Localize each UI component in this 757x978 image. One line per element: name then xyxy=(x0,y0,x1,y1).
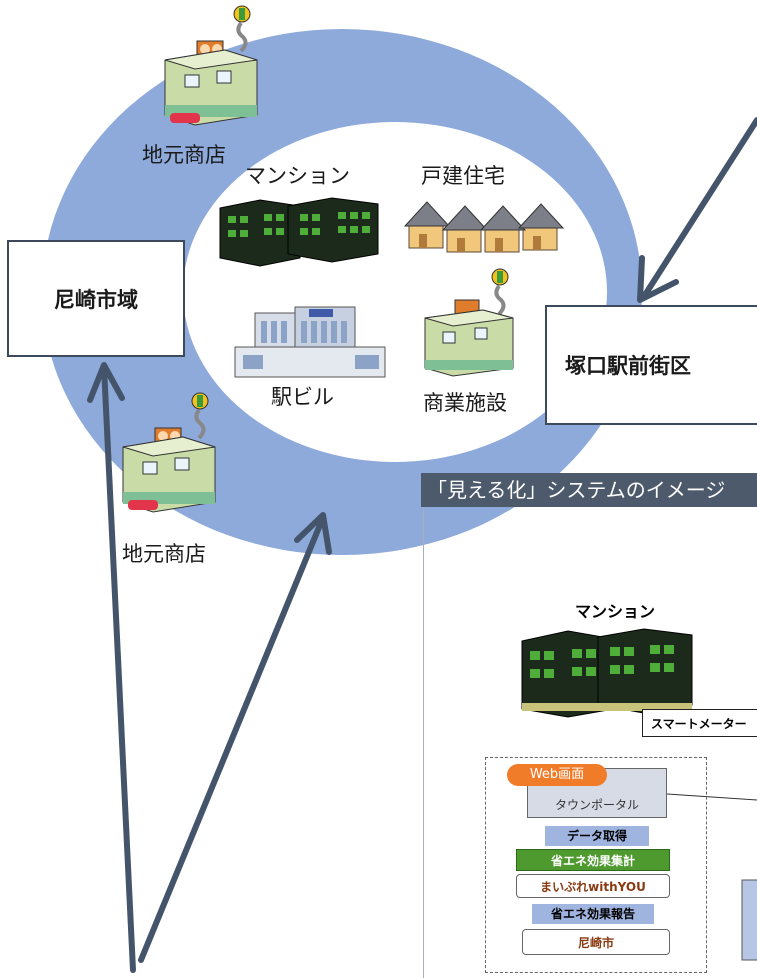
portal-connector xyxy=(666,793,757,801)
visualization-banner: 「見える化」システムのイメージ xyxy=(421,473,757,507)
partial-device-box xyxy=(741,879,757,961)
label-mansion: マンション xyxy=(245,164,350,188)
maipure-box[interactable]: まいぷれwithYOU xyxy=(516,874,670,898)
commercial-facility-icon xyxy=(424,268,514,377)
arrow-to-ring xyxy=(138,517,325,963)
tsukaguchi-district-label: 塚口駅前街区 xyxy=(565,354,691,378)
panel-divider xyxy=(423,507,424,978)
arrow-to-city xyxy=(101,364,136,973)
panel-mansion-title: マンション xyxy=(574,602,655,621)
mansion-icon xyxy=(219,197,379,267)
label-detached-houses: 戸建住宅 xyxy=(421,164,505,188)
smart-meter-label: スマートメーター xyxy=(642,709,757,737)
data-acquisition-arrow: データ取得 xyxy=(545,826,649,846)
arrow-to-district xyxy=(640,117,757,301)
detached-houses-icon xyxy=(403,201,565,253)
amagasaki-city-box: 尼崎市域 xyxy=(7,240,185,357)
label-local-shop-bottom: 地元商店 xyxy=(122,542,206,566)
savings-report-arrow: 省エネ効果報告 xyxy=(532,904,654,924)
arrow-to-ring-head xyxy=(294,512,332,555)
station-building-icon xyxy=(234,306,386,378)
label-station-building: 駅ビル xyxy=(271,385,334,409)
system-flow-box xyxy=(485,757,707,973)
amagasaki-box[interactable]: 尼崎市 xyxy=(522,929,670,955)
label-commercial: 商業施設 xyxy=(423,391,507,415)
arrow-to-district-head xyxy=(637,255,679,303)
web-screen-badge: Web画面 xyxy=(507,764,607,786)
arrow-to-city-head xyxy=(87,362,125,403)
shop-icon xyxy=(164,5,258,126)
savings-aggregate-box: 省エネ効果集計 xyxy=(516,849,670,871)
town-portal-label: タウンポータル xyxy=(554,798,639,812)
shop-icon xyxy=(122,392,216,513)
label-local-shop-top: 地元商店 xyxy=(142,143,226,167)
amagasaki-city-label: 尼崎市域 xyxy=(54,287,138,312)
panel-mansion-icon xyxy=(521,628,693,718)
tsukaguchi-district-box: 塚口駅前街区 xyxy=(545,305,757,425)
